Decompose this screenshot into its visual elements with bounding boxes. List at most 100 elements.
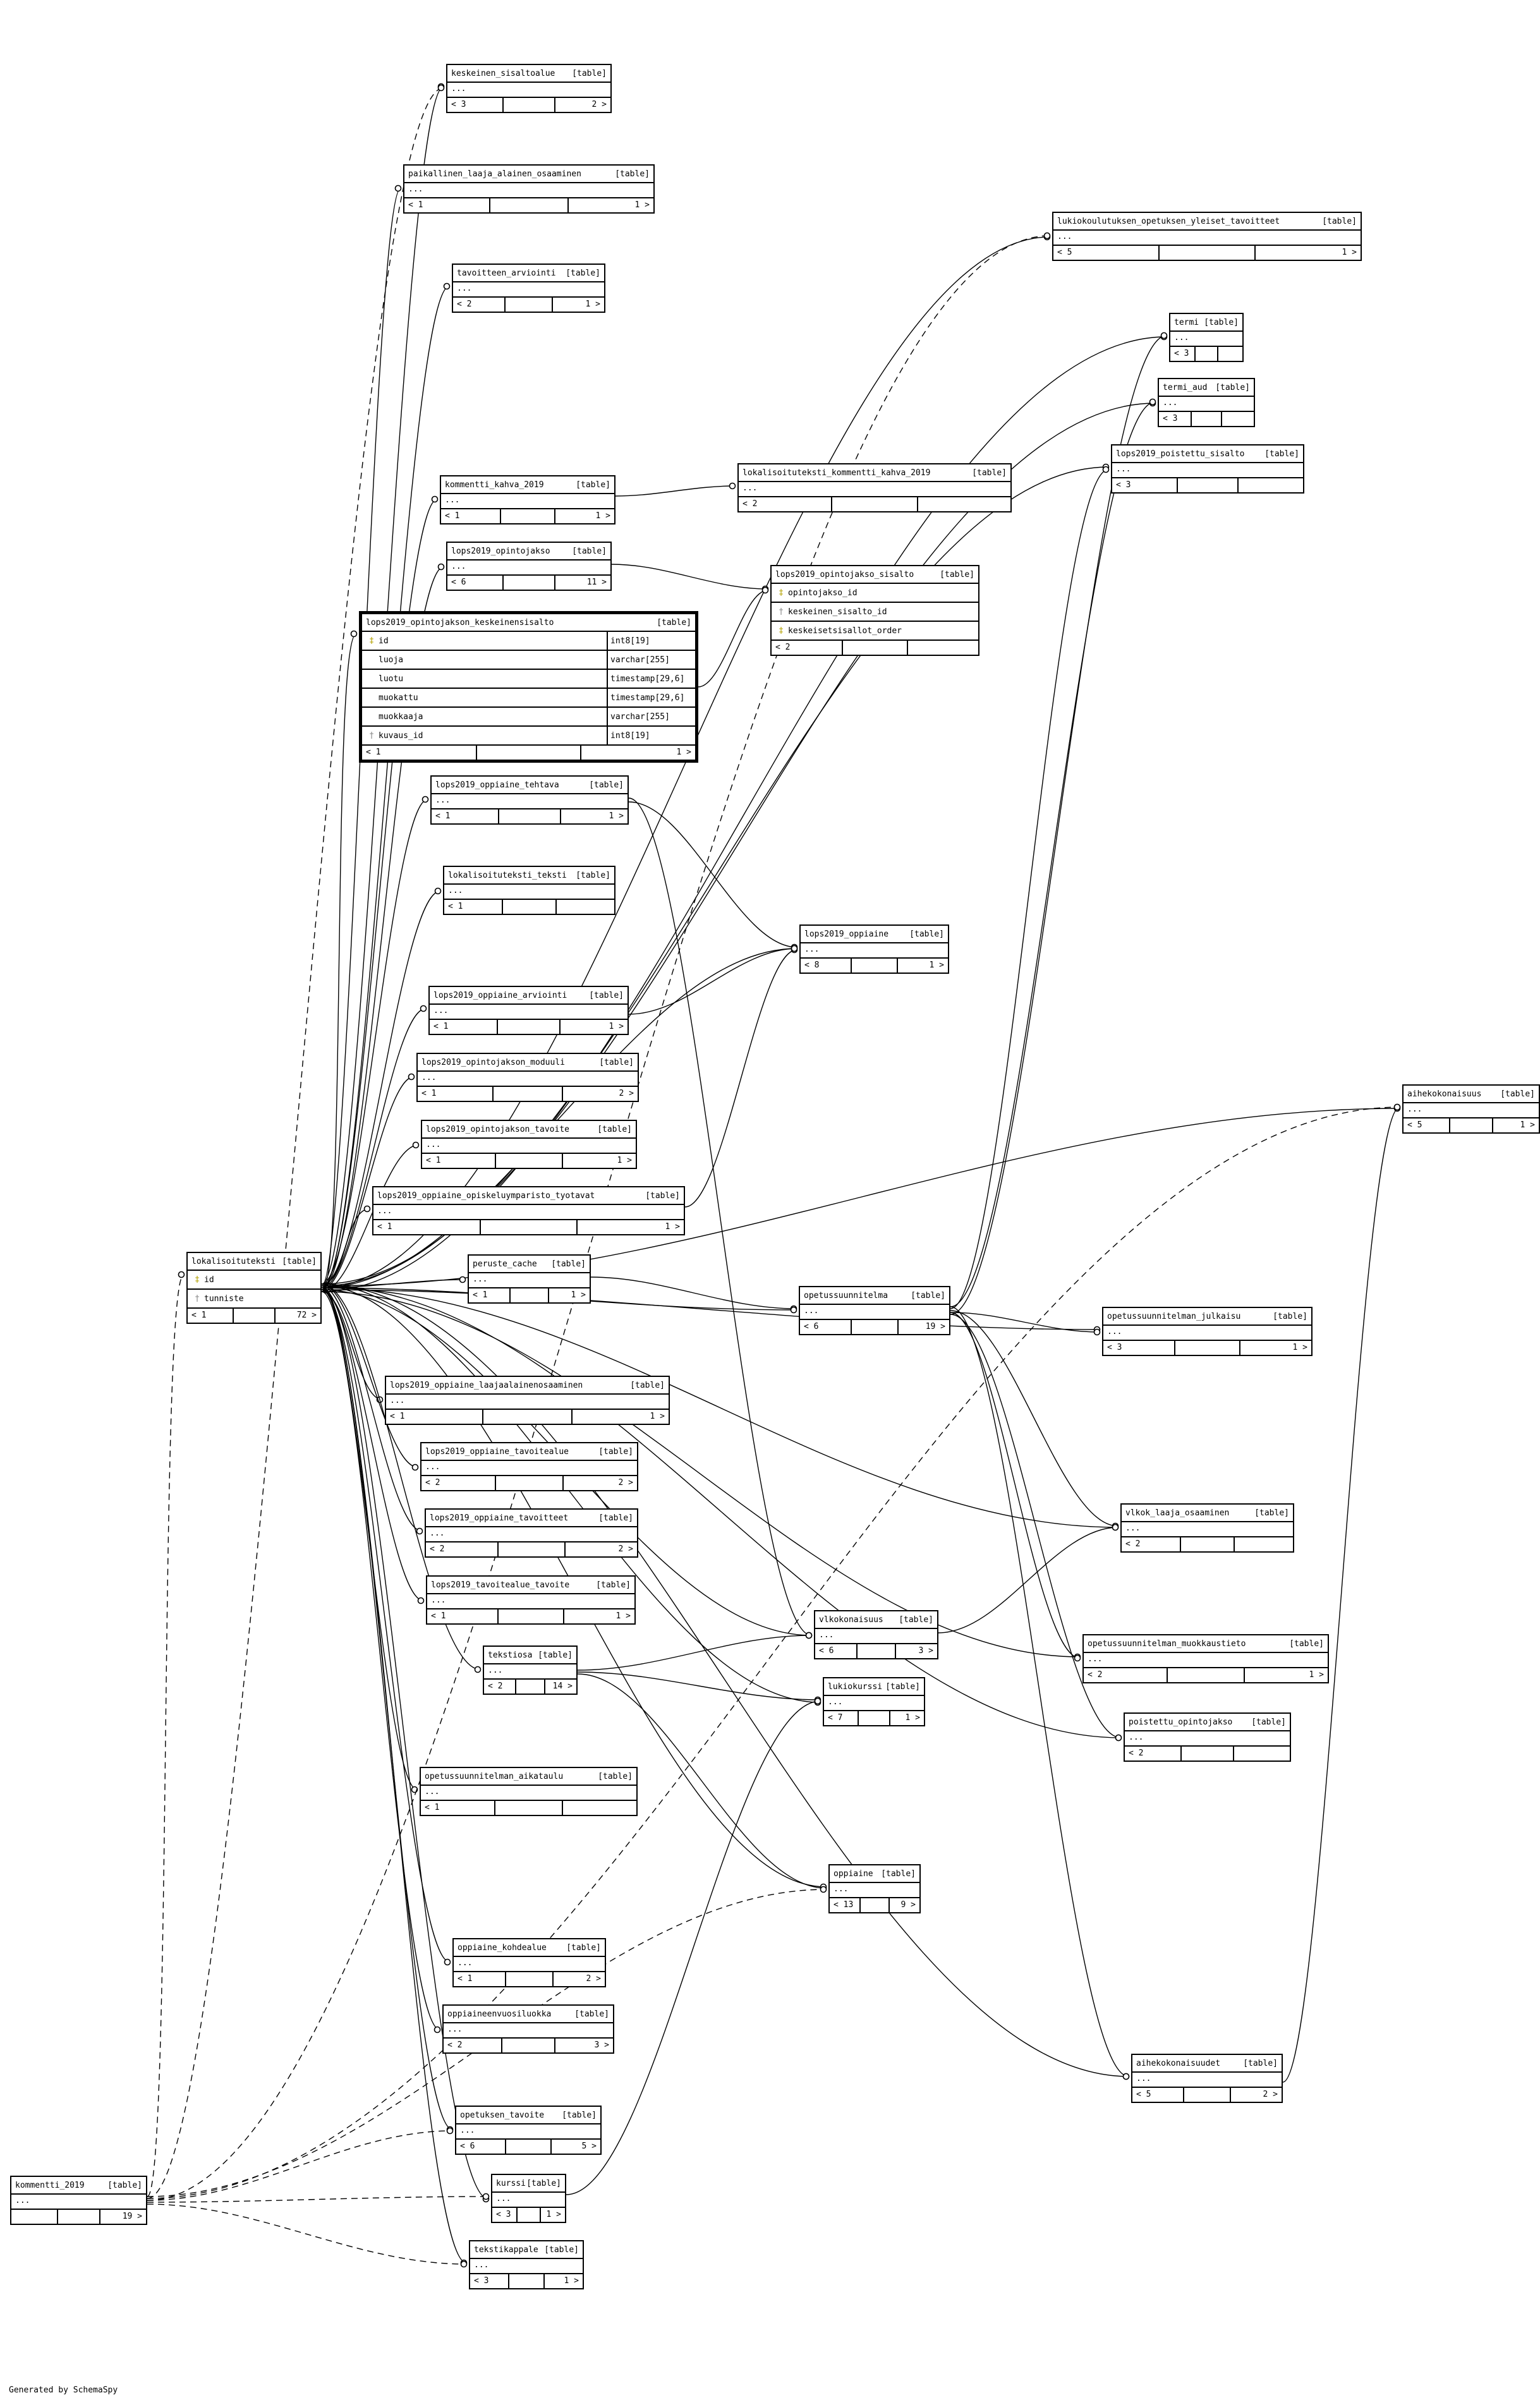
footer-spacer bbox=[518, 2208, 542, 2222]
table-header: opetussuunnitelman_julkaisu[table] bbox=[1103, 1308, 1311, 1326]
footer-spacer bbox=[1450, 1118, 1493, 1132]
table-lokalisoituteksti-teksti[interactable]: lokalisoituteksti_teksti[table]...< 1 bbox=[443, 866, 615, 915]
table-termi-aud[interactable]: termi_aud[table]...< 3 bbox=[1158, 378, 1255, 427]
table-lops2019-opintojakson-tavoite[interactable]: lops2019_opintojakson_tavoite[table]...<… bbox=[421, 1120, 637, 1169]
parents-count: < 13 bbox=[830, 1898, 861, 1912]
table-tag: [table] bbox=[1289, 1639, 1324, 1649]
table-header: oppiaineenvuosiluokka[table] bbox=[444, 2006, 613, 2023]
relationship-line bbox=[950, 335, 1167, 1315]
relationship-line bbox=[577, 1673, 827, 1889]
columns-ellipsis: ... bbox=[444, 885, 614, 900]
crowfoot-marker bbox=[791, 945, 798, 952]
table-lops2019-oppiaine-opiskeluymparisto-tyotavat[interactable]: lops2019_oppiaine_opiskeluymparisto_tyot… bbox=[372, 1186, 685, 1235]
table-lukiokoulutuksen-opetuksen-yleiset-tavoitteet[interactable]: lukiokoulutuksen_opetuksen_yleiset_tavoi… bbox=[1052, 212, 1362, 261]
footer-spacer bbox=[499, 809, 561, 823]
table-lokalisoituteksti-kommentti-kahva-2019[interactable]: lokalisoituteksti_kommentti_kahva_2019[t… bbox=[737, 463, 1012, 512]
table-lops2019-opintojakson-keskeinensisalto[interactable]: lops2019_opintojakson_keskeinensisalto[t… bbox=[359, 611, 698, 763]
children-count: 1 > bbox=[615, 1611, 631, 1621]
crowfoot-marker bbox=[460, 2260, 468, 2268]
table-tag: [table] bbox=[598, 1513, 633, 1523]
table-lops2019-tavoitealue-tavoite[interactable]: lops2019_tavoitealue_tavoite[table]...< … bbox=[426, 1575, 636, 1625]
columns-ellipsis: ... bbox=[815, 1629, 937, 1644]
table-lops2019-oppiaine-tavoitealue[interactable]: lops2019_oppiaine_tavoitealue[table]...<… bbox=[420, 1442, 638, 1491]
table-tag: [table] bbox=[1500, 1089, 1535, 1099]
relationship-line bbox=[321, 1285, 1122, 1738]
table-name: lops2019_opintojakson_tavoite bbox=[426, 1124, 569, 1134]
table-header: tavoitteen_arviointi[table] bbox=[453, 265, 604, 282]
table-lops2019-opintojakson-moduuli[interactable]: lops2019_opintojakson_moduuli[table]...<… bbox=[416, 1053, 639, 1102]
table-poistettu-opintojakso[interactable]: poistettu_opintojakso[table]...< 2 bbox=[1124, 1712, 1291, 1762]
table-tag: [table] bbox=[657, 617, 691, 627]
column-name: muokattu bbox=[379, 693, 418, 703]
table-opetussuunnitelman-julkaisu[interactable]: opetussuunnitelman_julkaisu[table]...< 3… bbox=[1102, 1307, 1313, 1356]
table-header: lops2019_poistettu_sisalto[table] bbox=[1112, 445, 1303, 463]
table-lops2019-opintojakso-sisalto[interactable]: lops2019_opintojakso_sisalto[table]‡opin… bbox=[770, 565, 979, 656]
table-tag: [table] bbox=[562, 2110, 597, 2120]
table-opetussuunnitelman-aikataulu[interactable]: opetussuunnitelman_aikataulu[table]...< … bbox=[420, 1767, 638, 1816]
crowfoot-marker bbox=[443, 282, 451, 290]
table-lops2019-poistettu-sisalto[interactable]: lops2019_poistettu_sisalto[table]...< 3 bbox=[1111, 444, 1304, 494]
children-count: 1 > bbox=[609, 811, 624, 821]
table-name: paikallinen_laaja_alainen_osaaminen bbox=[408, 169, 581, 179]
crowfoot-marker bbox=[474, 1666, 482, 1673]
columns-ellipsis: ... bbox=[492, 2193, 565, 2208]
crowfoot-marker bbox=[437, 84, 445, 92]
column-name-cell: †kuvaus_id bbox=[362, 727, 607, 744]
crowfoot-marker bbox=[1149, 398, 1156, 406]
table-header: kommentti_2019[table] bbox=[11, 2177, 146, 2195]
column-name-cell: ‡opintojakso_id bbox=[772, 584, 978, 602]
table-kommentti-2019[interactable]: kommentti_2019[table]...19 > bbox=[10, 2176, 147, 2225]
table-footer: < 3 bbox=[1112, 478, 1303, 492]
table-header: lops2019_oppiaine_tehtava[table] bbox=[432, 777, 628, 794]
generated-by-note: Generated by SchemaSpy bbox=[9, 2385, 118, 2395]
column-name-cell: ‡keskeisetsisallot_order bbox=[772, 622, 978, 639]
table-tag: [table] bbox=[1254, 1508, 1289, 1518]
table-tag: [table] bbox=[574, 2009, 609, 2019]
table-termi[interactable]: termi[table]...< 3 bbox=[1169, 313, 1244, 362]
table-lops2019-oppiaine-arviointi[interactable]: lops2019_oppiaine_arviointi[table]...< 1… bbox=[428, 986, 629, 1035]
table-lops2019-oppiaine-tavoitteet[interactable]: lops2019_oppiaine_tavoitteet[table]...< … bbox=[425, 1508, 638, 1558]
table-lops2019-oppiaine-laajaalainenosaaminen[interactable]: lops2019_oppiaine_laajaalainenosaaminen[… bbox=[385, 1376, 670, 1425]
table-name: opetuksen_tavoite bbox=[460, 2110, 545, 2120]
table-header: opetussuunnitelma[table] bbox=[800, 1287, 949, 1305]
table-vlkok-laaja-osaaminen[interactable]: vlkok_laaja_osaaminen[table]...< 2 bbox=[1120, 1503, 1294, 1553]
children-count: 1 > bbox=[650, 1412, 665, 1421]
relationship-line bbox=[321, 1291, 1081, 1658]
table-opetussuunnitelman-muokkaustieto[interactable]: opetussuunnitelman_muokkaustieto[table].… bbox=[1082, 1634, 1329, 1683]
crowfoot-marker bbox=[1043, 232, 1051, 239]
parents-count: < 1 bbox=[469, 1288, 511, 1302]
relationship-line bbox=[147, 1106, 1400, 2199]
footer-spacer bbox=[496, 1476, 564, 1490]
columns-ellipsis: ... bbox=[421, 1786, 636, 1801]
table-tag: [table] bbox=[282, 1256, 317, 1266]
column-name-cell: †keskeinen_sisalto_id bbox=[772, 603, 978, 621]
column-type: int8[19] bbox=[607, 632, 695, 650]
footer-spacer bbox=[1182, 1747, 1234, 1761]
columns-ellipsis: ... bbox=[454, 1957, 605, 1972]
table-paikallinen-laaja-alainen-osaaminen[interactable]: paikallinen_laaja_alainen_osaaminen[tabl… bbox=[403, 164, 655, 214]
